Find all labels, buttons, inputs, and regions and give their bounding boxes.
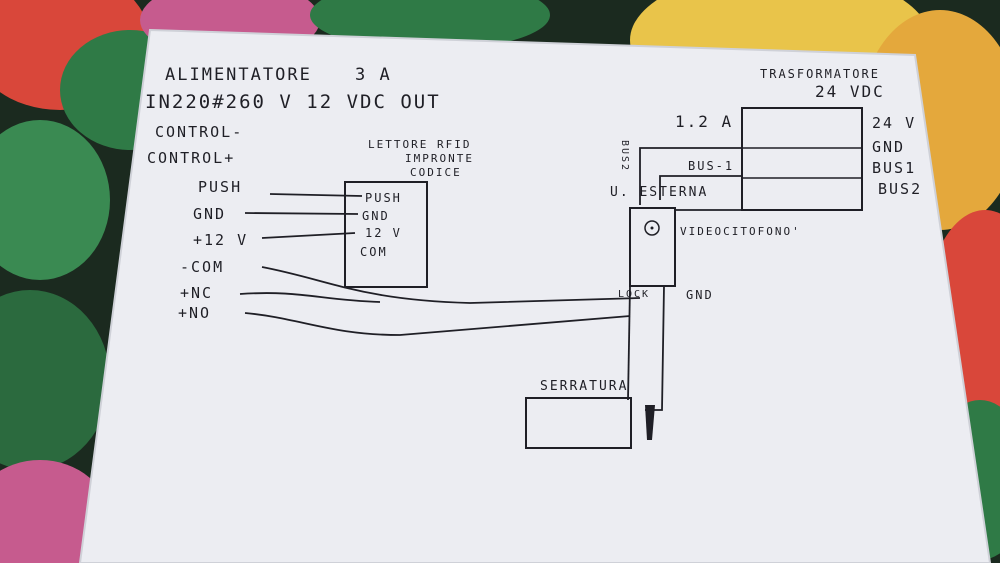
title-line1: ALIMENTATORE bbox=[165, 65, 312, 85]
label-control-minus: CONTROL- bbox=[155, 123, 243, 141]
paper-edge bbox=[78, 28, 992, 563]
transformer-title2: 24 VDC bbox=[815, 82, 885, 101]
wire-com-to-lock bbox=[261, 266, 641, 304]
reader-pin-gnd: GND bbox=[362, 209, 390, 223]
reader-box bbox=[344, 181, 428, 288]
reader-pin-com: COM bbox=[360, 245, 388, 259]
reader-title3: CODICE bbox=[410, 166, 462, 179]
label-no: +NO bbox=[178, 304, 211, 322]
camera-icon bbox=[644, 220, 660, 236]
wire-bus2 bbox=[639, 147, 742, 205]
wire-no bbox=[244, 312, 631, 336]
label-push: PUSH bbox=[198, 178, 242, 196]
transformer-pin-bus2: BUS2 bbox=[878, 180, 922, 198]
bus-wires bbox=[639, 147, 862, 211]
leaf-left-bottom bbox=[0, 290, 110, 470]
label-control-plus: CONTROL+ bbox=[147, 149, 235, 167]
transformer-pin-gnd: GND bbox=[872, 138, 905, 156]
wire-bus1 bbox=[659, 175, 742, 200]
lock-box bbox=[525, 397, 632, 449]
outdoor-unit-box bbox=[629, 207, 676, 287]
label-nc: +NC bbox=[180, 284, 213, 302]
camera-lens-icon bbox=[650, 226, 654, 230]
label-com: -COM bbox=[180, 258, 224, 276]
leaf-left-mid bbox=[0, 120, 110, 280]
label-bus2: BUS2 bbox=[619, 140, 630, 172]
label-bus1: BUS-1 bbox=[688, 159, 734, 173]
wire-gnd bbox=[244, 212, 359, 215]
reader-wires bbox=[239, 193, 641, 336]
reader-title1: LETTORE RFID bbox=[368, 138, 471, 151]
transformer-current: 1.2 A bbox=[675, 112, 733, 131]
transformer-pin-bus1: BUS1 bbox=[872, 159, 916, 177]
lock-label: SERRATURA bbox=[540, 379, 628, 394]
wire-lock-left bbox=[627, 285, 631, 401]
reader-pin-push: PUSH bbox=[365, 191, 402, 205]
label-videocitofono: VIDEOCITOFONO' bbox=[680, 225, 801, 238]
wire-12v bbox=[261, 232, 356, 239]
transformer-pin-24v: 24 V bbox=[872, 114, 916, 132]
title-line2: IN220#260 V 12 VDC OUT bbox=[145, 91, 441, 113]
paper-sheet bbox=[80, 30, 990, 563]
label-esterna: U. ESTERNA bbox=[610, 185, 708, 200]
label-plus12v: +12 V bbox=[193, 231, 248, 249]
label-gnd: GND bbox=[193, 205, 226, 223]
transformer-title1: TRASFORMATORE bbox=[760, 67, 880, 81]
wire-push bbox=[269, 193, 363, 197]
lock-connector-icon bbox=[645, 405, 655, 440]
reader-title2: IMPRONTE bbox=[405, 152, 474, 165]
title-current: 3 A bbox=[355, 65, 392, 85]
wire-nc bbox=[239, 292, 381, 303]
gnd-pin-label: GND bbox=[686, 288, 714, 302]
reader-pin-12v: 12 V bbox=[365, 226, 402, 240]
lock-pin-label: LOCK bbox=[618, 289, 650, 300]
